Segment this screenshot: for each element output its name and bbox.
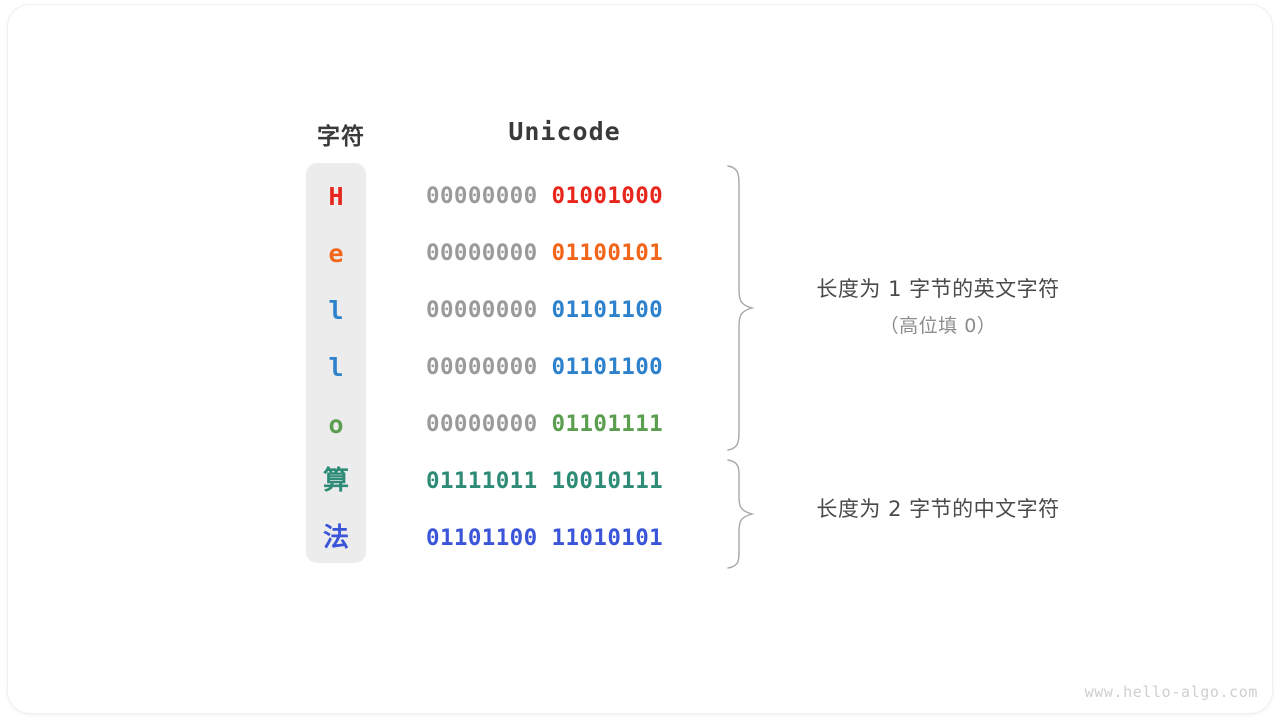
character-cell: 算 bbox=[322, 466, 349, 496]
annotation-one-byte: 长度为 1 字节的英文字符 （高位填 0） bbox=[758, 273, 1118, 338]
character-cell: e bbox=[328, 239, 344, 268]
high-byte: 00000000 bbox=[426, 411, 538, 437]
character-column-panel bbox=[306, 163, 366, 563]
unicode-bits-cell: 00000000 01001000 bbox=[426, 168, 703, 225]
character-cell: 法 bbox=[322, 523, 349, 553]
table-row: H 00000000 01001000 bbox=[8, 168, 1272, 225]
high-byte: 00000000 bbox=[426, 297, 538, 323]
diagram-card: 字符 Unicode H 00000000 01001000 e 00000000 0… bbox=[8, 5, 1272, 713]
table-row: o 00000000 01101111 bbox=[8, 396, 1272, 453]
annotation-one-byte-main: 长度为 1 字节的英文字符 bbox=[816, 277, 1060, 301]
column-header-character: 字符 bbox=[317, 124, 365, 150]
high-byte: 00000000 bbox=[426, 354, 538, 380]
low-byte: 01101100 bbox=[551, 297, 664, 323]
unicode-bits-cell: 00000000 01100101 bbox=[426, 225, 703, 282]
table-row: 法 01101100 11010101 bbox=[8, 510, 1272, 567]
high-byte: 01111011 bbox=[426, 468, 538, 494]
table-row: l 00000000 01101100 bbox=[8, 339, 1272, 396]
unicode-bits-cell: 01111011 10010111 bbox=[426, 453, 703, 510]
unicode-bits-cell: 00000000 01101100 bbox=[426, 339, 703, 396]
unicode-bits-cell: 00000000 01101111 bbox=[426, 396, 703, 453]
column-header-unicode: Unicode bbox=[508, 117, 621, 146]
high-byte: 00000000 bbox=[426, 183, 538, 209]
low-byte: 10010111 bbox=[551, 468, 664, 494]
table-row: 算 01111011 10010111 bbox=[8, 453, 1272, 510]
table-row: e 00000000 01100101 bbox=[8, 225, 1272, 282]
low-byte: 01001000 bbox=[551, 183, 664, 209]
unicode-encoding-diagram: 字符 Unicode H 00000000 01001000 e 00000000 0… bbox=[8, 5, 1272, 713]
annotation-two-byte-main: 长度为 2 字节的中文字符 bbox=[816, 497, 1060, 521]
low-byte: 01101100 bbox=[551, 354, 664, 380]
unicode-bits-cell: 01101100 11010101 bbox=[426, 510, 703, 567]
annotation-two-byte: 长度为 2 字节的中文字符 bbox=[758, 493, 1118, 523]
table-row: l 00000000 01101100 bbox=[8, 282, 1272, 339]
unicode-bits-cell: 00000000 01101100 bbox=[426, 282, 703, 339]
character-cell: l bbox=[328, 353, 344, 382]
character-cell: H bbox=[328, 182, 344, 211]
watermark: www.hello-algo.com bbox=[1084, 683, 1258, 701]
low-byte: 01100101 bbox=[551, 240, 664, 266]
high-byte: 01101100 bbox=[426, 525, 538, 551]
character-cell: l bbox=[328, 296, 344, 325]
character-cell: o bbox=[328, 410, 344, 439]
high-byte: 00000000 bbox=[426, 240, 538, 266]
annotation-one-byte-sub: （高位填 0） bbox=[879, 315, 997, 337]
low-byte: 11010101 bbox=[551, 525, 664, 551]
low-byte: 01101111 bbox=[551, 411, 664, 437]
